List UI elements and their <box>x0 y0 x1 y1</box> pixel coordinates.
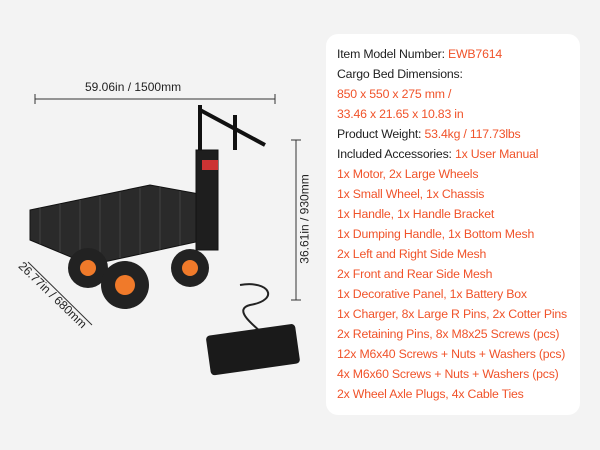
accessory-item: 1x Motor, 2x Large Wheels <box>337 167 479 181</box>
wheels <box>68 248 209 309</box>
cargo-label: Cargo Bed Dimensions: <box>337 67 463 81</box>
length-dimension: 59.06in / 1500mm <box>85 80 182 94</box>
model-value: EWB7614 <box>448 47 502 61</box>
accessory-item: 1x Small Wheel, 1x Chassis <box>337 187 485 201</box>
cargo-in: 33.46 x 21.65 x 10.83 in <box>337 107 464 121</box>
cargo-mm: 850 x 550 x 275 mm / <box>337 87 452 101</box>
cart-product-image <box>27 94 301 376</box>
accessory-item: 1x Handle, 1x Handle Bracket <box>337 207 495 221</box>
charger <box>206 283 300 376</box>
height-dimension: 36.61in / 930mm <box>297 174 312 264</box>
accessory-item: 12x M6x40 Screws + Nuts + Washers (pcs) <box>337 347 566 361</box>
accessory-item: 1x Decorative Panel, 1x Battery Box <box>337 287 527 301</box>
spec-card: Item Model Number: EWB7614 Cargo Bed Dim… <box>326 34 580 415</box>
accessory-item: 2x Retaining Pins, 8x M8x25 Screws (pcs) <box>337 327 560 341</box>
accessory-item: 2x Front and Rear Side Mesh <box>337 267 493 281</box>
accessory-item: 4x M6x60 Screws + Nuts + Washers (pcs) <box>337 367 559 381</box>
cart-body <box>29 105 266 266</box>
weight-label: Product Weight: <box>337 127 425 141</box>
accessory-item: 1x User Manual <box>454 147 539 161</box>
accessories-label: Included Accessories: <box>337 147 455 161</box>
accessory-item: 1x Charger, 8x Large R Pins, 2x Cotter P… <box>337 307 567 321</box>
accessory-item: 1x Dumping Handle, 1x Bottom Mesh <box>337 227 535 241</box>
model-label: Item Model Number: <box>337 47 449 61</box>
weight-value: 53.4kg / 117.73lbs <box>424 127 521 141</box>
accessory-item: 2x Wheel Axle Plugs, 4x Cable Ties <box>337 387 524 401</box>
accessory-item: 2x Left and Right Side Mesh <box>337 247 487 261</box>
